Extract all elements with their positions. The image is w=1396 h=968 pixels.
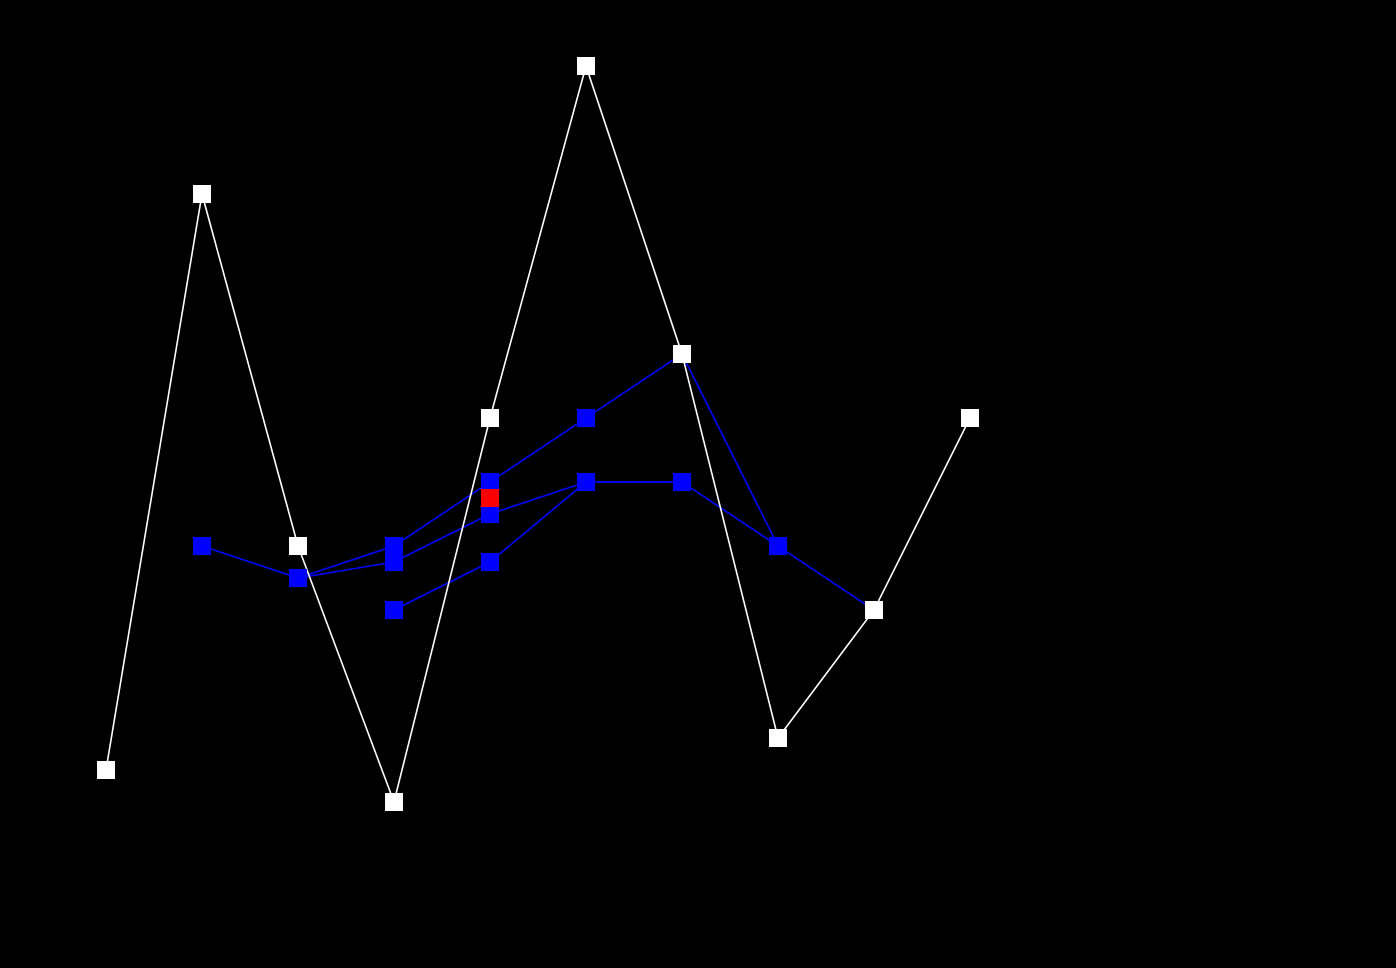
- derived-point-2-6[interactable]: [769, 537, 787, 555]
- derived-point-2-1[interactable]: [289, 569, 307, 587]
- control-point-5[interactable]: [481, 409, 499, 427]
- derived-point-2-4[interactable]: [577, 409, 595, 427]
- derived-point-3-2[interactable]: [481, 553, 499, 571]
- derived-point-3-3[interactable]: [577, 473, 595, 491]
- control-point-2[interactable]: [193, 185, 211, 203]
- derived-point-2-3[interactable]: [481, 473, 499, 491]
- control-polygon-layer: [105, 63, 971, 805]
- derived-polyline-3: [393, 481, 682, 611]
- control-point-4[interactable]: [385, 793, 403, 811]
- selected-point[interactable]: [481, 489, 499, 507]
- control-point-7[interactable]: [673, 345, 691, 363]
- control-point-9[interactable]: [865, 601, 883, 619]
- derived-point-1-4[interactable]: [481, 505, 499, 523]
- derived-point-3-1[interactable]: [385, 601, 403, 619]
- derived-polyline-2: [297, 352, 779, 579]
- control-point-1[interactable]: [97, 761, 115, 779]
- derived-point-1-1[interactable]: [193, 537, 211, 555]
- derived-point-3-4[interactable]: [673, 473, 691, 491]
- derived-polyline-1: [201, 481, 875, 611]
- derived-point-2-2[interactable]: [385, 537, 403, 555]
- control-point-10[interactable]: [961, 409, 979, 427]
- derived-point-1-3[interactable]: [385, 553, 403, 571]
- control-points-layer: [97, 57, 979, 811]
- control-polygon-line: [105, 63, 971, 805]
- control-point-3[interactable]: [289, 537, 307, 555]
- derived-polylines-layer: [201, 352, 875, 611]
- selected-point-layer: [481, 489, 499, 507]
- control-point-8[interactable]: [769, 729, 787, 747]
- control-point-6[interactable]: [577, 57, 595, 75]
